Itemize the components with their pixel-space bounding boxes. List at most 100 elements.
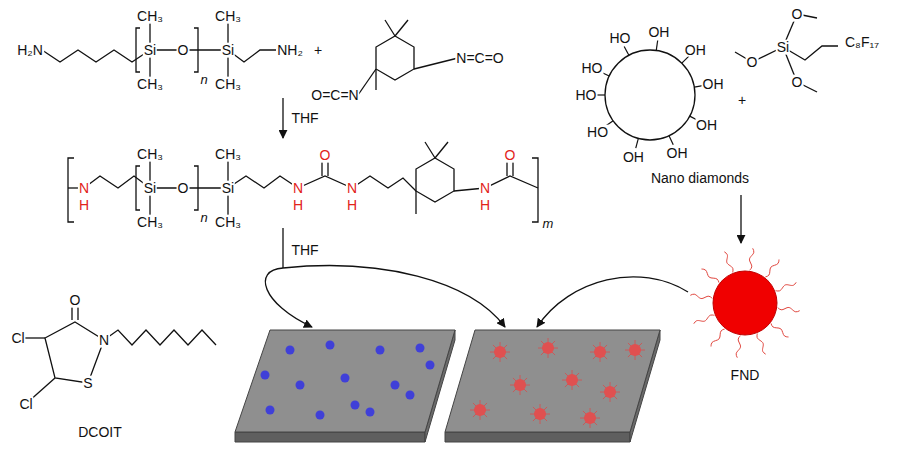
dcoit-dot: [391, 381, 400, 390]
structure-label: n: [199, 73, 208, 87]
structure-label: O=C=N: [310, 88, 359, 103]
structure-label: N: [479, 181, 491, 196]
structure-label: H: [346, 198, 358, 213]
structure-label: DCOIT: [77, 425, 123, 440]
fluoro-chain: [694, 315, 715, 324]
fluoro-chain: [778, 307, 800, 311]
hydroxyl-bond: [624, 46, 629, 55]
dcoit-dot: [376, 346, 385, 355]
dcoit-dot: [286, 346, 295, 355]
fluoro-chain: [702, 269, 719, 283]
reaction-arrow: [740, 195, 741, 243]
structure-label: O: [791, 7, 804, 22]
structure-label: THF: [290, 111, 319, 126]
fluoro-chain: [765, 260, 779, 277]
hydroxyl-label: OH: [684, 42, 707, 57]
structure-label: H₂N: [16, 43, 44, 58]
structure-label: Si: [143, 43, 157, 58]
structure-label: Si: [221, 181, 235, 196]
fnd-dot: [604, 386, 616, 398]
fnd-dot: [594, 346, 606, 358]
hydroxyl-label: OH: [622, 149, 645, 164]
dcoit-dot: [351, 401, 360, 410]
structure-label: N=C=O: [455, 51, 504, 66]
structure-label: O: [177, 181, 190, 196]
hydroxyl-bond: [636, 138, 639, 148]
dcoit-dot: [326, 341, 335, 350]
hydroxyl-label: HO: [608, 31, 631, 46]
hydroxyl-label: OH: [647, 24, 670, 39]
nanodiamond-particle: HO HO OH OH OH OH OH OH HO HO Nano diamonds: [565, 15, 755, 193]
fnd-dot: [534, 408, 546, 420]
structure-label: +: [737, 93, 747, 108]
fnd-dot: [566, 374, 578, 386]
structure-label: O: [177, 43, 190, 58]
fnd-dot: [474, 404, 486, 416]
fnd-dot: [542, 342, 554, 354]
structure-label: CH₃: [214, 147, 242, 162]
structure-label: O: [746, 55, 759, 70]
structure-label: O: [69, 293, 82, 308]
structure-label: N: [292, 181, 304, 196]
structure-label: CH₃: [214, 215, 242, 230]
hydroxyl-label: HO: [575, 88, 598, 103]
nanodiamond-circle: [605, 50, 695, 140]
particles: [261, 338, 646, 428]
structure-label: C₈F₁₇: [844, 35, 880, 50]
fnd-circle: [713, 271, 777, 335]
structure-label: H: [292, 198, 304, 213]
fluoro-chain: [749, 248, 753, 270]
fnd-particle: FND: [688, 245, 803, 393]
fluoro-chain: [771, 323, 788, 337]
structure-label: N: [78, 181, 90, 196]
structure-label: Si: [776, 40, 790, 55]
structure-label: Cl: [18, 397, 33, 412]
dcoit-dot: [366, 408, 375, 417]
dcoit-dot: [416, 344, 425, 353]
fnd-dot: [584, 412, 596, 424]
hydroxyl-bond: [669, 136, 673, 145]
structure-label: S: [82, 376, 93, 391]
structure-label: N: [98, 333, 110, 348]
structure-label: O: [504, 148, 517, 163]
structure-label: Si: [221, 43, 235, 58]
dcoit-dot: [316, 411, 325, 420]
hydroxyl-bond: [656, 41, 657, 51]
coated-plates: [235, 330, 660, 442]
structure-label: CH₃: [214, 9, 242, 24]
structure-label: N: [346, 181, 358, 196]
dcoit-dot: [341, 374, 350, 383]
structure-label: THF: [290, 243, 319, 258]
fluoro-chain: [711, 329, 725, 346]
structure-label: m: [542, 217, 555, 231]
fluoro-chain: [736, 336, 740, 358]
fnd-dot: [494, 346, 506, 358]
hydroxyl-label: OH: [666, 146, 689, 161]
structure-label: CH₃: [136, 77, 164, 92]
dcoit-dot: [406, 391, 415, 400]
particle-name: FND: [730, 368, 761, 383]
dcoit-dot: [426, 361, 435, 370]
structure-label: Si: [143, 181, 157, 196]
fnd-dot: [514, 379, 526, 391]
structure-label: n: [199, 211, 208, 225]
structure-label: CH₃: [136, 215, 164, 230]
hydroxyl-label: OH: [702, 77, 725, 92]
hydroxyl-label: HO: [586, 124, 609, 139]
structure-label: +: [313, 43, 323, 58]
structure-label: CH₃: [136, 147, 164, 162]
structure-label: CH₃: [136, 9, 164, 24]
structure-label: NH₂: [276, 43, 304, 58]
fnd-dot: [629, 344, 641, 356]
fluoro-chain: [724, 252, 733, 273]
dcoit-dot: [261, 371, 270, 380]
dcoit-dot: [296, 381, 305, 390]
hydroxyl-label: OH: [695, 118, 718, 133]
particle-name: Nano diamonds: [650, 171, 750, 186]
structure-label: H: [479, 198, 491, 213]
structure-label: CH₃: [214, 77, 242, 92]
hydroxyl-bond: [682, 56, 689, 63]
hydroxyl-label: HO: [580, 61, 603, 76]
